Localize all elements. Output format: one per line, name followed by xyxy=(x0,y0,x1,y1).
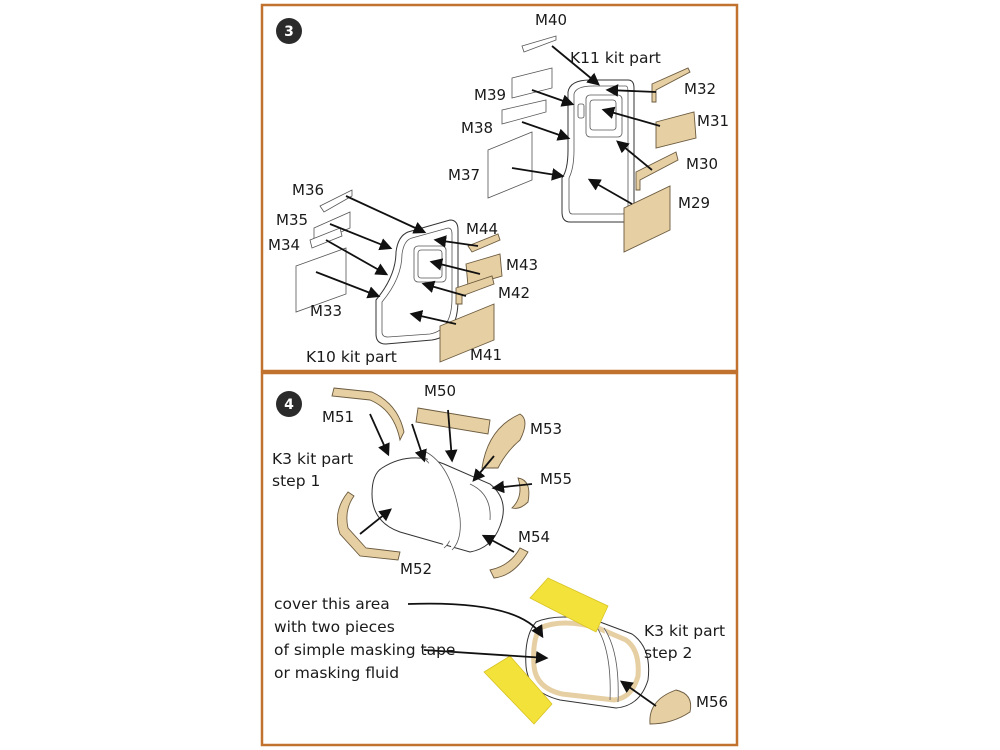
mask-m40 xyxy=(521,35,557,53)
mask-m51 xyxy=(331,387,405,442)
label-k3-step1-line1: K3 kit part xyxy=(272,450,353,468)
k3-step1-drawing xyxy=(371,451,504,553)
label-m35: M35 xyxy=(276,211,308,229)
label-m32: M32 xyxy=(684,80,716,98)
k11-kit-part-drawing xyxy=(561,79,635,223)
step-4-badge xyxy=(276,391,302,417)
label-m55: M55 xyxy=(540,470,572,488)
mask-m36 xyxy=(319,189,353,213)
panel-3-arrows xyxy=(315,45,661,325)
label-m30: M30 xyxy=(686,155,718,173)
mask-m34 xyxy=(309,227,343,249)
label-k10-kit-part: K10 kit part xyxy=(306,348,397,366)
label-m40: M40 xyxy=(535,11,567,29)
mask-m29 xyxy=(623,185,671,253)
step-4-number-text: 4 xyxy=(284,397,294,413)
label-m41: M41 xyxy=(470,346,502,364)
label-m37: M37 xyxy=(448,166,480,184)
label-m38: M38 xyxy=(461,119,493,137)
step-3-badge xyxy=(276,18,302,44)
label-k3-step1-line2: step 1 xyxy=(272,472,320,490)
label-m31: M31 xyxy=(697,112,729,130)
note-line-1: cover this area xyxy=(274,595,390,613)
mask-m56 xyxy=(649,689,692,725)
step-3-number-text: 3 xyxy=(284,24,294,40)
label-m29: M29 xyxy=(678,194,710,212)
label-m51: M51 xyxy=(322,408,354,426)
mask-m33 xyxy=(295,247,347,313)
note-line-3: of simple masking tape xyxy=(274,641,455,659)
label-m43: M43 xyxy=(506,256,538,274)
label-m54: M54 xyxy=(518,528,550,546)
step-3-panel: 3 xyxy=(260,3,739,373)
label-k11-kit-part: K11 kit part xyxy=(570,49,661,67)
label-m50: M50 xyxy=(424,382,456,400)
note-line-4: or masking fluid xyxy=(274,664,399,682)
label-k3-step2-line1: K3 kit part xyxy=(644,622,725,640)
label-m52: M52 xyxy=(400,560,432,578)
mask-m44 xyxy=(467,233,501,253)
mask-m32 xyxy=(651,67,691,103)
mask-m39 xyxy=(511,67,553,99)
mask-m38 xyxy=(501,99,547,125)
mask-m53 xyxy=(481,413,526,469)
label-m39: M39 xyxy=(474,86,506,104)
mask-m41 xyxy=(439,303,495,363)
mask-m43 xyxy=(465,253,503,287)
label-m36: M36 xyxy=(292,181,324,199)
mask-m42 xyxy=(455,275,495,305)
label-m56: M56 xyxy=(696,693,728,711)
panel-4-arrows xyxy=(359,409,657,707)
label-k3-step2-line2: step 2 xyxy=(644,644,692,662)
label-m33: M33 xyxy=(310,302,342,320)
mask-m54 xyxy=(489,547,529,579)
label-m34: M34 xyxy=(268,236,300,254)
label-m42: M42 xyxy=(498,284,530,302)
step-4-panel: 4 xyxy=(260,371,739,747)
k10-kit-part-drawing xyxy=(375,219,459,345)
mask-m37 xyxy=(487,131,533,199)
label-m44: M44 xyxy=(466,220,498,238)
mask-m30 xyxy=(635,151,679,191)
tape-piece-bottom xyxy=(483,655,553,725)
mask-m31 xyxy=(655,111,697,149)
note-line-2: with two pieces xyxy=(274,618,395,636)
tape-piece-top xyxy=(529,577,609,633)
label-m53: M53 xyxy=(530,420,562,438)
mask-m50 xyxy=(415,407,491,435)
mask-m52 xyxy=(336,491,401,561)
